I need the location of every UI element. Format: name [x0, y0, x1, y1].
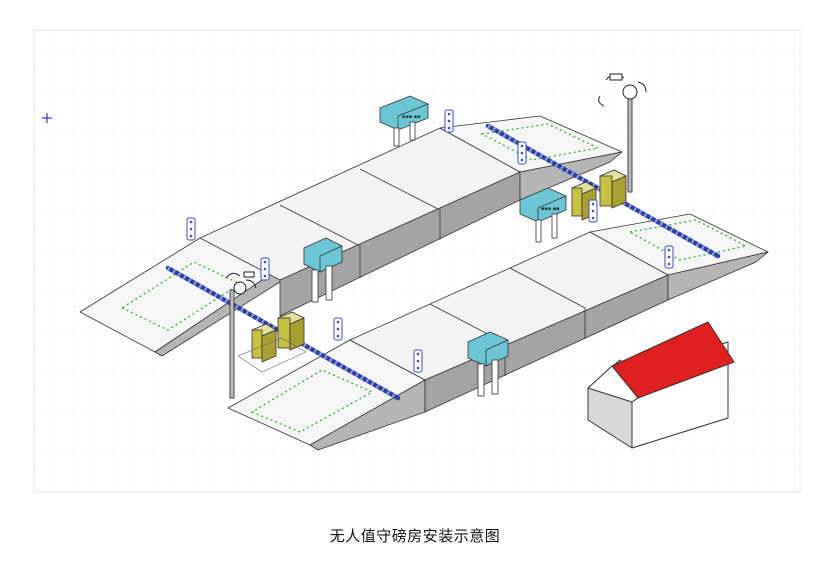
diagram-caption: 无人值守磅房安装示意图 [329, 527, 501, 545]
crosshair-icon [42, 113, 52, 123]
weighbridge-lower [227, 213, 769, 451]
svg-text:▪▪▪ ▪▪: ▪▪▪ ▪▪ [402, 114, 421, 120]
sensor-zone [250, 369, 374, 433]
cabinet-base [237, 337, 307, 373]
infrared-sensor-dots [189, 112, 671, 370]
sensor-zone [628, 219, 748, 261]
led-display-icon: ▪▪▪ ▪▪ [379, 95, 429, 147]
camera-icon [225, 271, 257, 295]
led-display-icon: ▪▪▪ ▪▪ [519, 187, 567, 243]
weighbridge-upper [79, 115, 623, 357]
house-icon [587, 321, 735, 449]
led-display-icon [303, 237, 343, 303]
camera-icon [598, 73, 647, 107]
svg-text:▪▪▪ ▪▪: ▪▪▪ ▪▪ [541, 206, 560, 212]
led-display-icon [467, 331, 509, 397]
